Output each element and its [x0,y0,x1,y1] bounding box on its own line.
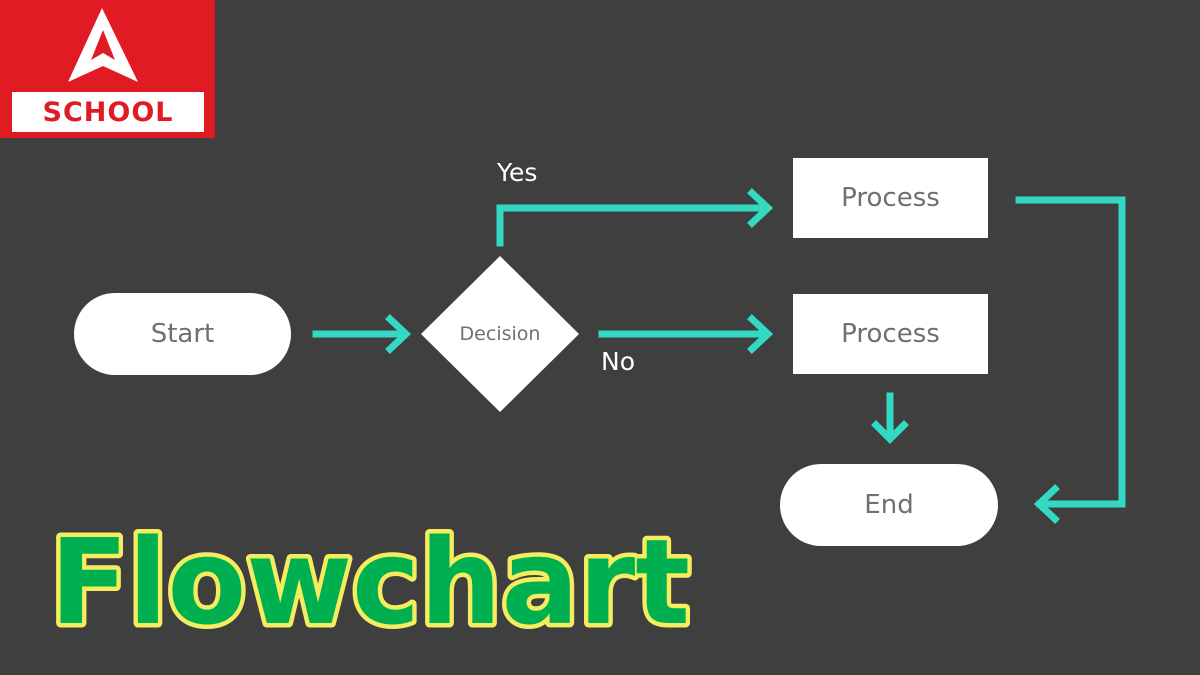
process-node-top: Process [793,158,988,238]
arrowhead-yes-to-process [747,188,774,228]
decision-node [421,256,579,412]
logo-text: SCHOOL [42,96,174,128]
end-label: End [864,490,914,520]
start-label: Start [150,319,215,349]
arrowhead-loop-to-end [1033,484,1060,524]
school-logo: SCHOOL [0,0,215,138]
start-node: Start [74,293,291,375]
decision-label: Decision [459,323,541,345]
process-bottom-label: Process [841,319,940,349]
title-text: Flowchart [50,513,690,651]
end-node: End [780,464,998,546]
flowchart-title: Flowchart [46,513,695,653]
logo-a-icon [68,8,138,82]
arrowhead-no-to-process [747,314,774,354]
yes-label: Yes [497,158,538,187]
arrowhead-process-to-end [871,420,909,444]
arrowhead-start-to-decision [385,314,412,354]
logo-badge: SCHOOL [12,92,204,132]
decision-label-wrap: Decision [421,256,579,412]
no-label: No [601,347,635,376]
arrow-loop-to-end [1015,196,1126,508]
arrow-yes-to-process [496,204,769,247]
process-top-label: Process [841,183,940,213]
process-node-bottom: Process [793,294,988,374]
